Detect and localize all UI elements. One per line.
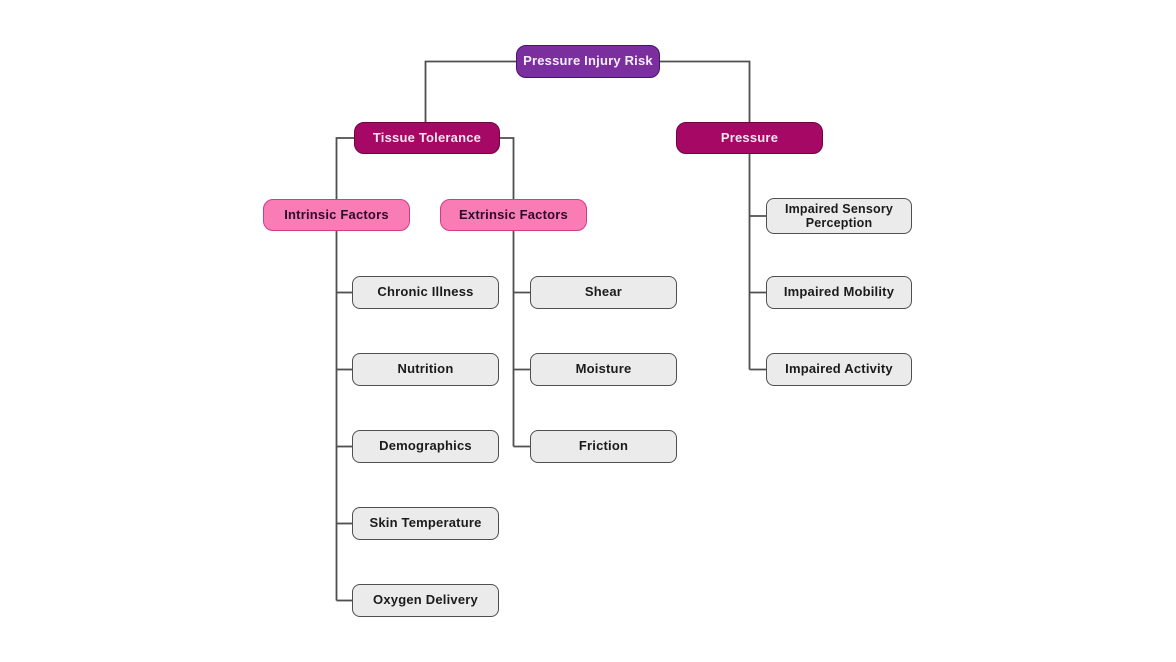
node-label: Chronic Illness — [377, 284, 474, 300]
connector-tissue-to-intrinsic — [335, 137, 354, 199]
node-label: Impaired Activity — [785, 361, 893, 377]
node-label: Moisture — [575, 361, 632, 377]
node-impaired-sensory-perception: Impaired Sensory Perception — [766, 198, 912, 234]
node-label: Demographics — [379, 438, 472, 454]
node-intrinsic-factors: Intrinsic Factors — [263, 199, 410, 231]
node-label: Nutrition — [397, 361, 454, 377]
node-label: Tissue Tolerance — [372, 129, 482, 145]
node-skin-temperature: Skin Temperature — [352, 507, 499, 540]
connector-root-to-pressure — [660, 60, 751, 122]
node-label: Pressure Injury Risk — [523, 53, 653, 69]
node-label: Oxygen Delivery — [373, 592, 478, 608]
node-label: Shear — [584, 284, 623, 300]
node-chronic-illness: Chronic Illness — [352, 276, 499, 309]
node-shear: Shear — [530, 276, 677, 309]
node-label: Intrinsic Factors — [284, 206, 389, 222]
node-friction: Friction — [530, 430, 677, 463]
node-impaired-mobility: Impaired Mobility — [766, 276, 912, 309]
node-pressure-injury-risk: Pressure Injury Risk — [516, 45, 660, 78]
node-label: Friction — [578, 438, 629, 454]
node-label: Pressure — [720, 129, 779, 145]
node-oxygen-delivery: Oxygen Delivery — [352, 584, 499, 617]
node-label: Impaired Mobility — [783, 284, 895, 300]
node-extrinsic-factors: Extrinsic Factors — [440, 199, 587, 231]
node-tissue-tolerance: Tissue Tolerance — [354, 122, 500, 154]
node-label: Impaired Sensory Perception — [784, 201, 894, 230]
node-moisture: Moisture — [530, 353, 677, 386]
node-demographics: Demographics — [352, 430, 499, 463]
node-label: Extrinsic Factors — [459, 206, 568, 222]
connector-root-to-tissue-tolerance — [424, 60, 516, 122]
connector-tissue-to-extrinsic — [500, 137, 515, 199]
node-label: Skin Temperature — [369, 515, 482, 531]
node-impaired-activity: Impaired Activity — [766, 353, 912, 386]
node-pressure: Pressure — [676, 122, 823, 154]
node-nutrition: Nutrition — [352, 353, 499, 386]
